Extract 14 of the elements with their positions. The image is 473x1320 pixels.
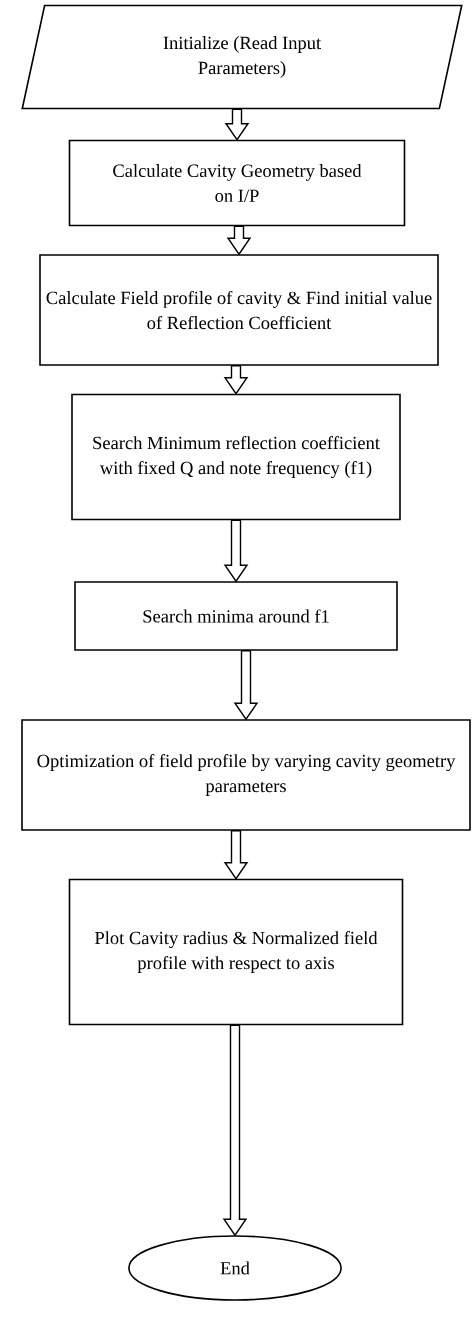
- process-box: Calculate Cavity Geometry based on I/P: [68, 139, 406, 227]
- double-arrow: [222, 1024, 248, 1237]
- double-arrow: [223, 519, 249, 583]
- process-box: Search minima around f1: [74, 581, 398, 651]
- double-arrow: [226, 225, 252, 256]
- double-arrow: [223, 830, 249, 880]
- input-parallelogram: Initialize (Read Input Parameters): [21, 4, 463, 110]
- process-box: Calculate Field profile of cavity & Find initial value of Reflection Coefficient: [39, 254, 439, 366]
- double-arrow: [224, 108, 250, 141]
- process-box: Optimization of field profile by varying cavity geometry parameters: [21, 719, 471, 831]
- double-arrow: [233, 650, 259, 721]
- process-box: Search Minimum reflection coefficient with fixed Q and note frequency (f1): [71, 393, 401, 521]
- double-arrow: [223, 365, 249, 395]
- process-box: Plot Cavity radius & Normalized field profile with respect to axis: [68, 878, 404, 1026]
